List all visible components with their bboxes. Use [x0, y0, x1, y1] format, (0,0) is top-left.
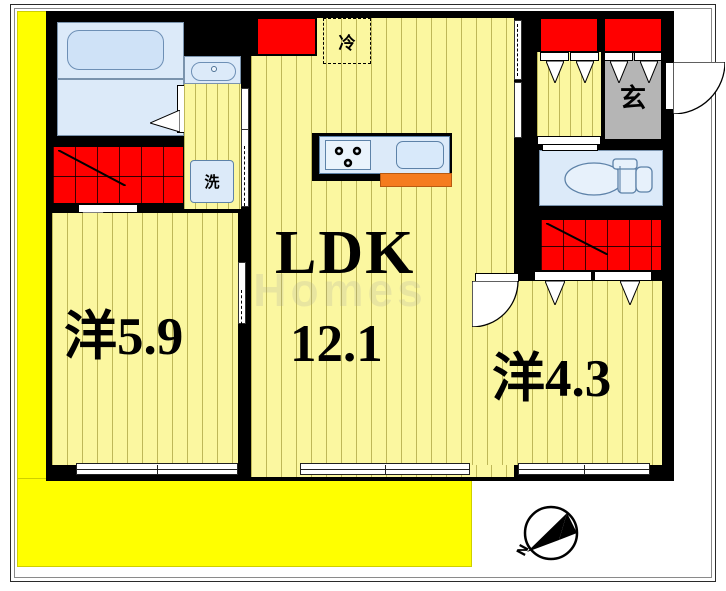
closet-ldk-top-2: [257, 18, 316, 55]
shoe-closet-swing-4: [640, 61, 658, 83]
kitchen-sink: [396, 141, 444, 169]
faucet-icon: [211, 66, 217, 72]
toilet-icon: [564, 158, 653, 196]
shoe-closet-swing-1: [546, 61, 564, 83]
washbasin-zone: [184, 56, 241, 84]
window-room43[interactable]: [518, 463, 650, 475]
bathtub-zone: [57, 22, 184, 79]
balcony-bottom: [17, 478, 472, 567]
closet-room43-leaf-a[interactable]: [534, 271, 592, 281]
room59-label: 洋5.9: [64, 308, 184, 366]
ldk-label: LDK: [275, 219, 416, 287]
closet-diagonal-icon: [58, 150, 126, 186]
entrance-label: 玄: [619, 83, 646, 114]
washing-machine-space: 洗: [190, 160, 234, 203]
bathroom-door-swing-icon: [150, 110, 180, 132]
refrigerator-label: 冷: [338, 33, 356, 54]
washroom-sliding-door[interactable]: [241, 125, 249, 207]
room59-door-track-dash: [241, 290, 242, 330]
toilet-threshold-dash: [600, 146, 660, 148]
shoe-closet-leaf-3[interactable]: [604, 52, 633, 61]
gas-stove-3-burner: [325, 140, 371, 170]
window-ldk-right-upper[interactable]: [514, 20, 522, 80]
hall-threshold-leaf[interactable]: [537, 136, 601, 145]
room59-floor: [52, 213, 238, 465]
shoe-closet-swing-2: [576, 61, 594, 83]
room43-label: 洋4.3: [492, 350, 612, 408]
window-ldk[interactable]: [300, 463, 470, 475]
ldk-area-label: 12.1: [290, 315, 383, 373]
compass-rose: N: [515, 500, 581, 566]
window-ldk-right-lower[interactable]: [514, 82, 522, 138]
closet-room43: [540, 219, 662, 271]
bathtub: [67, 30, 164, 70]
washroom-door-track-dash: [244, 146, 245, 206]
closet-room43-leaf-b[interactable]: [594, 271, 652, 281]
closet-room43-diagonal-icon: [546, 223, 608, 255]
shoe-closet-left: [540, 18, 598, 52]
genkan-step-dash: [604, 140, 662, 142]
entrance-door-swing-icon: [673, 62, 725, 114]
shoe-closet-leaf-1[interactable]: [540, 52, 569, 61]
closet-room43-swing-b: [620, 281, 640, 305]
closet-room59: [52, 146, 184, 204]
toilet-room: [539, 150, 663, 206]
washroom-sliding-door-upper[interactable]: [241, 88, 249, 130]
burner-icons: [334, 146, 362, 168]
room43-door-swing-icon: [472, 281, 519, 327]
kitchen-accent-strip: [380, 173, 452, 187]
shoe-closet-swing-3: [610, 61, 628, 83]
ldk-floor: [251, 18, 514, 477]
closet-room43-swing-a: [545, 281, 565, 305]
refrigerator-space: 冷: [323, 18, 371, 64]
washing-machine-label: 洗: [204, 173, 220, 191]
shoe-closet-right: [604, 18, 662, 52]
room59-ldk-sliding-door[interactable]: [238, 262, 246, 324]
closet-room59-door-leaf[interactable]: [78, 204, 138, 213]
shoe-closet-leaf-2[interactable]: [570, 52, 599, 61]
window-room59[interactable]: [76, 463, 238, 475]
window-ldk-right-dash: [517, 24, 518, 76]
shoe-closet-leaf-4[interactable]: [634, 52, 662, 61]
